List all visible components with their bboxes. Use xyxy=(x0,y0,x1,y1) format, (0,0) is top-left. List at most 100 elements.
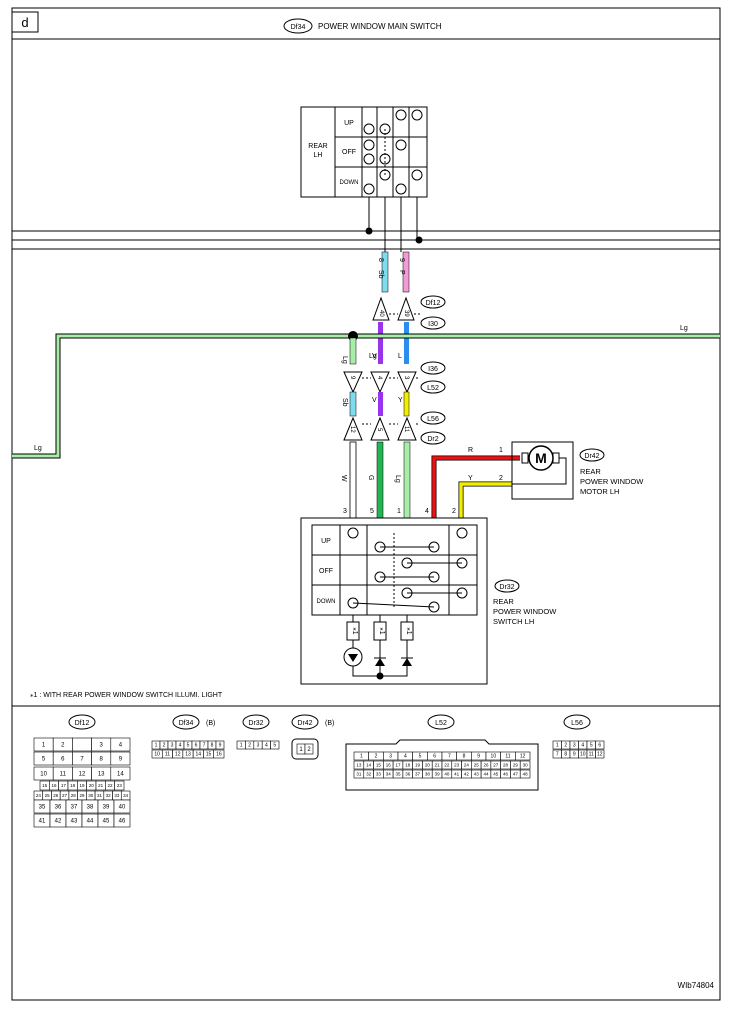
pin-number: 26 xyxy=(53,793,59,798)
pin-number: 19 xyxy=(415,763,421,768)
pin-number: 44 xyxy=(483,772,489,777)
pin-number: 19 xyxy=(79,783,85,788)
pin-number: 13 xyxy=(185,752,191,758)
wire-top-code-p: P xyxy=(398,270,405,275)
wire-p-top xyxy=(402,251,410,293)
wire-mid-code-lg2: Lg xyxy=(341,356,348,364)
pin-number: 20 xyxy=(425,763,431,768)
wire-l-mid xyxy=(404,322,409,364)
connector-i36-l52: 9 4 3 xyxy=(343,371,420,394)
terminal-3: 3 xyxy=(403,376,409,380)
rear-switch-pin-3: 3 xyxy=(343,508,347,515)
wire-top-code-sb: Sb xyxy=(377,270,384,279)
rear-switch-pos-off: OFF xyxy=(319,568,333,575)
pin-number: 8 xyxy=(564,752,567,758)
label-df12: Df12 xyxy=(426,300,441,307)
pin-number: 6 xyxy=(195,743,198,749)
pin-number: 34 xyxy=(386,772,392,777)
pin-number: 28 xyxy=(71,793,77,798)
pin-cell xyxy=(270,740,280,750)
pin-number: 24 xyxy=(36,793,42,798)
pin-number: 28 xyxy=(503,763,509,768)
pin-number: 2 xyxy=(307,747,311,753)
pin-number: 12 xyxy=(175,752,181,758)
pin-number: 43 xyxy=(474,772,480,777)
main-switch-pos-down: DOWN xyxy=(340,180,359,186)
pin-cell xyxy=(113,813,131,828)
pin-cell xyxy=(113,799,131,814)
pin-number: 36 xyxy=(55,805,62,811)
pin-number: 44 xyxy=(87,819,94,825)
pin-number: 29 xyxy=(513,763,519,768)
cv-df12-name: Df12 xyxy=(75,720,90,727)
pin-cell xyxy=(515,751,531,761)
wire-code-v: V xyxy=(372,397,377,404)
pin-number: 10 xyxy=(491,754,497,760)
pin-number: 21 xyxy=(435,763,441,768)
pin-number: 7 xyxy=(556,752,559,758)
pin-number: 35 xyxy=(395,772,401,777)
wire-y-motor xyxy=(459,482,512,518)
pin-number: 46 xyxy=(119,819,126,825)
pin-cell xyxy=(72,737,92,752)
pin-number: 9 xyxy=(477,754,480,760)
pin-number: 38 xyxy=(425,772,431,777)
pin-number: 1 xyxy=(155,743,158,749)
pin-number: 1 xyxy=(360,754,363,760)
pin-number: 45 xyxy=(103,819,110,825)
pin-number: 18 xyxy=(405,763,411,768)
pin-number: 33 xyxy=(376,772,382,777)
pin-number: 40 xyxy=(444,772,450,777)
illumi-mark-2: ⁎1 xyxy=(378,627,385,635)
pin-number: 2 xyxy=(375,754,378,760)
pin-number: 48 xyxy=(523,772,529,777)
bubble-dr42 xyxy=(579,448,605,462)
pin-cell xyxy=(110,766,131,781)
illumi-mark-3: ⁎1 xyxy=(405,627,412,635)
pin-number: 45 xyxy=(493,772,499,777)
wire-v-mid xyxy=(378,322,383,364)
pin-number: 8 xyxy=(100,757,104,763)
pin-number: 25 xyxy=(45,793,51,798)
pin-number: 4 xyxy=(404,754,407,760)
pin-number: 27 xyxy=(493,763,499,768)
rear-switch-pin-2: 2 xyxy=(452,508,456,515)
pin-number: 8 xyxy=(463,754,466,760)
wire-code-lg3: Lg xyxy=(394,475,401,483)
pin-number: 47 xyxy=(513,772,519,777)
lg-bus-outline xyxy=(12,333,720,459)
pin-number: 5 xyxy=(42,757,46,763)
lg-bus-label: Lg xyxy=(680,325,688,332)
label-dr42: Dr42 xyxy=(584,453,599,460)
cv-df34-name: Df34 xyxy=(179,720,194,727)
pin-number: 37 xyxy=(415,772,421,777)
lg-bus-label-left: Lg xyxy=(34,445,42,452)
wire-top-pin-9: 9 xyxy=(398,258,405,262)
rear-switch-pin-5: 5 xyxy=(370,508,374,515)
cv-l52-bubble xyxy=(427,714,455,730)
pin-number: 7 xyxy=(203,743,206,749)
motor-block: M xyxy=(511,441,574,500)
pin-number: 2 xyxy=(564,743,567,749)
pin-number: 17 xyxy=(395,763,401,768)
pin-number: 4 xyxy=(265,743,268,749)
terminal-5: 5 xyxy=(376,428,382,432)
pin-number: 17 xyxy=(61,783,67,788)
motor-pin-1: 1 xyxy=(499,447,503,454)
label-l56: L56 xyxy=(427,416,439,423)
pin-cell xyxy=(519,769,531,779)
bubble-dr32 xyxy=(494,579,520,593)
pin-number: 20 xyxy=(89,783,95,788)
pin-number: 11 xyxy=(60,772,67,778)
pin-number: 30 xyxy=(88,793,94,798)
rear-switch-pin-4: 4 xyxy=(425,508,429,515)
cv-dr32-bubble xyxy=(242,714,270,730)
motor-wire-r-code: R xyxy=(468,447,473,454)
pin-number: 40 xyxy=(119,805,126,811)
page-frame xyxy=(11,7,721,1001)
